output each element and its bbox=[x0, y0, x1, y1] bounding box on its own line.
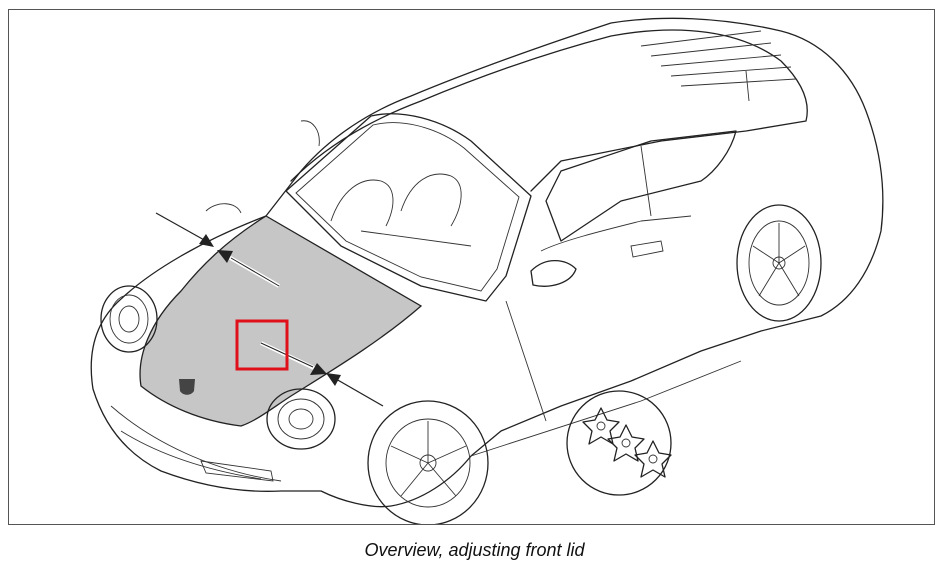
adjust-arrow-rear bbox=[217, 250, 280, 288]
headlight-left bbox=[100, 285, 158, 353]
diagram-frame bbox=[8, 9, 935, 525]
porsche-crest-icon bbox=[179, 379, 195, 395]
windshield bbox=[285, 113, 532, 302]
rear-wheel bbox=[736, 204, 822, 322]
figure-caption: Overview, adjusting front lid bbox=[364, 540, 585, 560]
car-illustration bbox=[90, 17, 884, 524]
gap-indicator-bottom bbox=[326, 373, 384, 407]
gap-indicator-top bbox=[155, 212, 214, 247]
roof-outline bbox=[290, 29, 808, 192]
headlight-right bbox=[266, 388, 336, 450]
highlight-box bbox=[235, 319, 289, 371]
hinge-bolt-detail bbox=[566, 390, 672, 496]
front-wheel bbox=[367, 400, 489, 524]
side-window bbox=[545, 130, 737, 242]
